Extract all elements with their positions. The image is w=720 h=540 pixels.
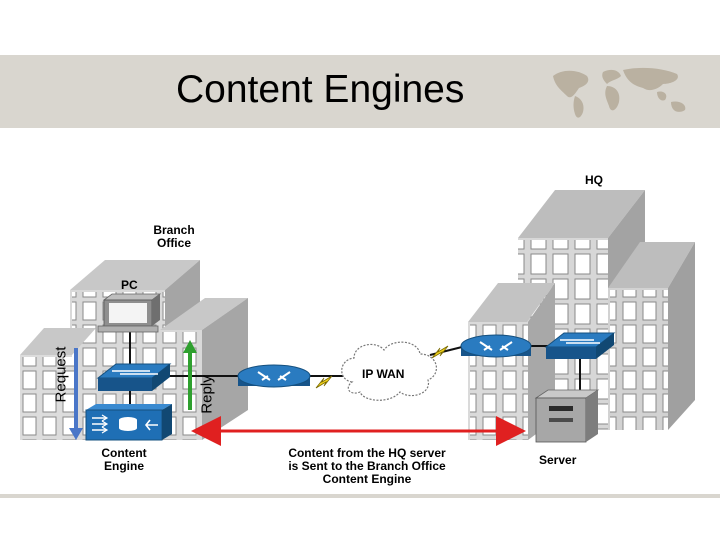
page-title: Content Engines	[176, 68, 465, 111]
ip-wan-label: IP WAN	[362, 367, 405, 381]
content-engine-icon	[85, 404, 172, 441]
content-engine-label: Content Engine	[92, 447, 156, 473]
branch-office-label-line: Branch	[153, 223, 195, 237]
request-label: Request	[52, 346, 70, 403]
branch-office-label: Branch Office	[146, 224, 202, 250]
hq-label: HQ	[585, 173, 603, 187]
content-flow-caption: Content from the HQ server is Sent to th…	[262, 447, 472, 486]
content-engine-label-line: Engine	[103, 459, 144, 473]
server-label: Server	[539, 453, 577, 467]
wan-link-lightning-icon	[431, 345, 449, 359]
wan-link-lightning-icon	[315, 375, 333, 389]
branch-office-label-line: Office	[156, 236, 191, 250]
branch-router-icon	[237, 364, 311, 388]
content-engine-label-line: Content	[101, 446, 147, 460]
world-map-icon	[553, 67, 686, 118]
hq-router-icon	[460, 334, 532, 358]
hq-switch-icon	[544, 332, 616, 359]
server-icon	[534, 389, 600, 443]
pc-icon	[97, 293, 162, 333]
content-flow-caption-line: is Sent to the Branch Office	[288, 459, 446, 473]
reply-label: Reply	[198, 375, 216, 414]
content-flow-caption-line: Content Engine	[322, 472, 412, 486]
bottom-divider	[0, 494, 720, 498]
content-flow-caption-line: Content from the HQ server	[288, 446, 446, 460]
pc-label: PC	[121, 278, 138, 292]
title-band	[0, 55, 720, 128]
reply-arrowhead	[183, 340, 197, 353]
ip-wan-cloud	[341, 341, 437, 401]
request-arrowhead	[69, 428, 83, 440]
branch-switch-icon	[96, 363, 172, 391]
